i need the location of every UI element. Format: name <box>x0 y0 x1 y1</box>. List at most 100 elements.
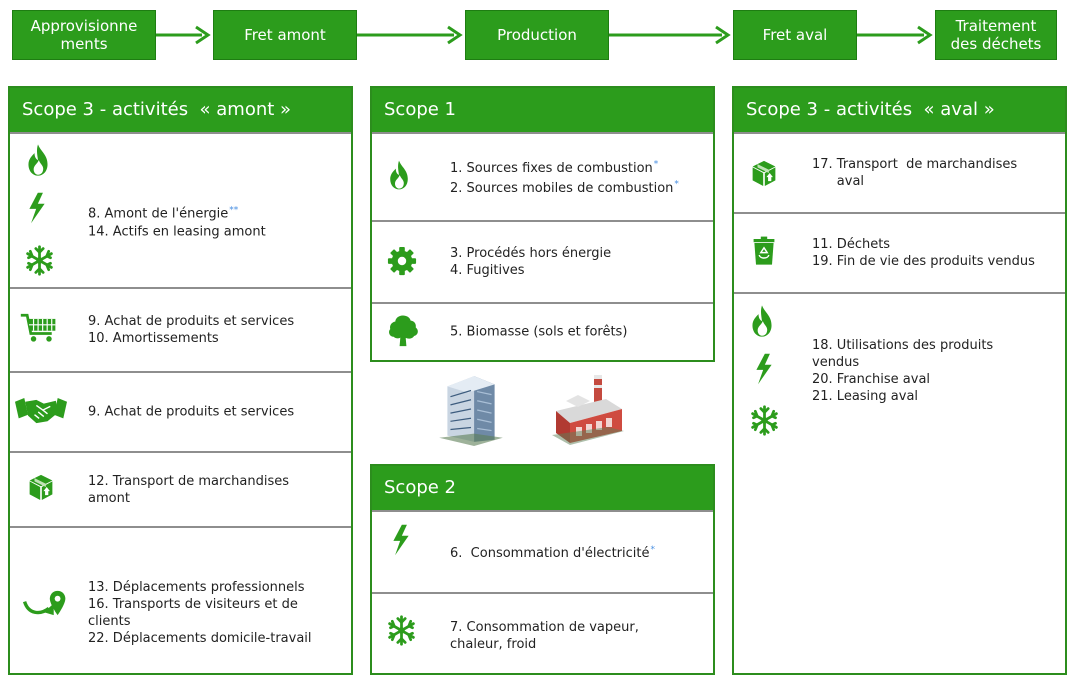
item-text: 2. Sources mobiles de combustion <box>450 181 674 197</box>
item-text: 20. Franchise aval <box>812 372 931 387</box>
tree-icon <box>386 312 420 348</box>
item-label: chaleur, froid <box>450 636 707 653</box>
snowflake-icon <box>748 404 781 437</box>
row-text: 1. Sources fixes de combustion*2. Source… <box>450 157 707 198</box>
item-text: aval <box>812 174 865 189</box>
item-label: 20. Franchise aval <box>812 371 1059 388</box>
lightning-icon <box>26 191 48 225</box>
row-text: 7. Consommation de vapeur,chaleur, froid <box>450 619 707 653</box>
item-text: 12. Transport de marchandises <box>88 473 290 489</box>
item-text: 11. Déchets <box>812 237 891 252</box>
lightning-icon <box>390 524 412 556</box>
flame-icon <box>25 143 51 177</box>
gear-icon <box>387 246 417 276</box>
recycle-bin-icon <box>752 236 776 266</box>
item-text: 3. Procédés hors énergie <box>450 246 612 261</box>
shopping-cart-icon <box>19 311 59 345</box>
item-text: 9. Achat de produits et services <box>88 404 295 420</box>
downstream-row-waste: 11. Déchets 19. Fin de vie des produits v… <box>734 212 1065 292</box>
item-label: 1. Sources fixes de combustion* <box>450 157 707 177</box>
item-text: 13. Déplacements professionnels <box>88 579 305 595</box>
scope1-panel: Scope 1 1. Sources fixes de combustion*2… <box>370 86 715 362</box>
item-label: 5. Biomasse (sols et forêts) <box>450 324 707 341</box>
scope2-row-electricity: 6. Consommation d'électricité* <box>372 510 713 592</box>
item-label: 12. Transport de marchandises <box>88 473 345 490</box>
item-text: chaleur, froid <box>450 636 537 652</box>
flow-arrow <box>156 25 211 45</box>
scope2-panel: Scope 2 6. Consommation d'électricité* 7… <box>370 464 715 675</box>
office-building-icon <box>435 370 507 448</box>
item-label: 7. Consommation de vapeur, <box>450 619 707 636</box>
item-label: 3. Procédés hors énergie <box>450 245 707 262</box>
item-label: clients <box>88 613 345 630</box>
item-text: 21. Leasing aval <box>812 389 919 404</box>
scope1-title: Scope 1 <box>372 88 713 132</box>
flame-icon <box>749 304 775 338</box>
item-label: 8. Amont de l'énergie** <box>88 203 345 223</box>
flow-step-fret-aval: Fret aval <box>733 10 857 60</box>
scope2-title: Scope 2 <box>372 466 713 510</box>
row-text: 9. Achat de produits et services <box>88 404 345 421</box>
item-label: 2. Sources mobiles de combustion* <box>450 177 707 197</box>
asterisk-note: * <box>653 159 659 170</box>
row-text: 9. Achat de produits et services 10. Amor… <box>88 313 345 347</box>
item-text: 8. Amont de l'énergie <box>88 206 229 222</box>
snowflake-icon <box>23 244 56 277</box>
asterisk-note: ** <box>229 205 239 216</box>
item-label: 21. Leasing aval <box>812 388 1059 405</box>
item-text: 14. Actifs en leasing amont <box>88 223 266 239</box>
item-label: 17. Transport de marchandises <box>812 156 1059 173</box>
flow-step-traitement-dechets: Traitement des déchets <box>935 10 1057 60</box>
item-text: 10. Amortissements <box>88 331 219 346</box>
row-text: 17. Transport de marchandises aval <box>812 156 1059 190</box>
scope1-row-combustion: 1. Sources fixes de combustion*2. Source… <box>372 132 713 220</box>
lightning-icon <box>753 352 775 386</box>
flow-arrow <box>609 25 731 45</box>
item-label: 16. Transports de visiteurs et de <box>88 596 345 613</box>
item-label: 14. Actifs en leasing amont <box>88 223 345 240</box>
item-label: 9. Achat de produits et services <box>88 313 345 330</box>
item-text: amont <box>88 490 130 506</box>
upstream-row-energy: 8. Amont de l'énergie**14. Actifs en lea… <box>10 132 351 287</box>
item-label: 19. Fin de vie des produits vendus <box>812 253 1059 270</box>
item-label: 4. Fugitives <box>450 262 707 279</box>
item-text: 19. Fin de vie des produits vendus <box>812 254 1035 269</box>
row-text: 8. Amont de l'énergie**14. Actifs en lea… <box>88 203 345 240</box>
item-text: 5. Biomasse (sols et forêts) <box>450 324 628 340</box>
item-text: 4. Fugitives <box>450 263 525 278</box>
item-label: 6. Consommation d'électricité* <box>450 542 707 562</box>
item-text: 18. Utilisations des produits <box>812 338 994 353</box>
row-text: 18. Utilisations des produits vendus 20. F… <box>812 337 1059 405</box>
factory-icon <box>548 370 628 448</box>
flow-arrow <box>857 25 933 45</box>
row-text: 3. Procédés hors énergie 4. Fugitives <box>450 245 707 279</box>
box-icon <box>28 473 54 501</box>
item-label: vendus <box>812 354 1059 371</box>
asterisk-note: * <box>650 544 655 555</box>
scope3-upstream-panel: Scope 3 - activités « amont » 8. Amont d… <box>8 86 353 675</box>
box-icon <box>751 159 777 187</box>
scope3-downstream-title: Scope 3 - activités « aval » <box>734 88 1065 132</box>
item-text: 9. Achat de produits et services <box>88 314 295 329</box>
flow-step-fret-amont: Fret amont <box>213 10 357 60</box>
flow-step-production: Production <box>465 10 609 60</box>
scope3-downstream-panel: Scope 3 - activités « aval » 17. Transpo… <box>732 86 1067 675</box>
snowflake-icon <box>385 614 418 647</box>
item-label: 10. Amortissements <box>88 330 345 347</box>
item-text: clients <box>88 613 131 629</box>
scope2-row-steam: 7. Consommation de vapeur,chaleur, froid <box>372 592 713 677</box>
item-text: 16. Transports de visiteurs et de <box>88 596 298 612</box>
item-label: amont <box>88 490 345 507</box>
item-text: vendus <box>812 355 860 370</box>
item-label: aval <box>812 173 1059 190</box>
item-text: 17. Transport de marchandises <box>812 157 1018 172</box>
scope3-upstream-title: Scope 3 - activités « amont » <box>10 88 351 132</box>
downstream-row-freight: 17. Transport de marchandises aval <box>734 132 1065 212</box>
item-label: 11. Déchets <box>812 236 1059 253</box>
asterisk-note: * <box>674 180 679 190</box>
flame-icon <box>387 159 411 191</box>
